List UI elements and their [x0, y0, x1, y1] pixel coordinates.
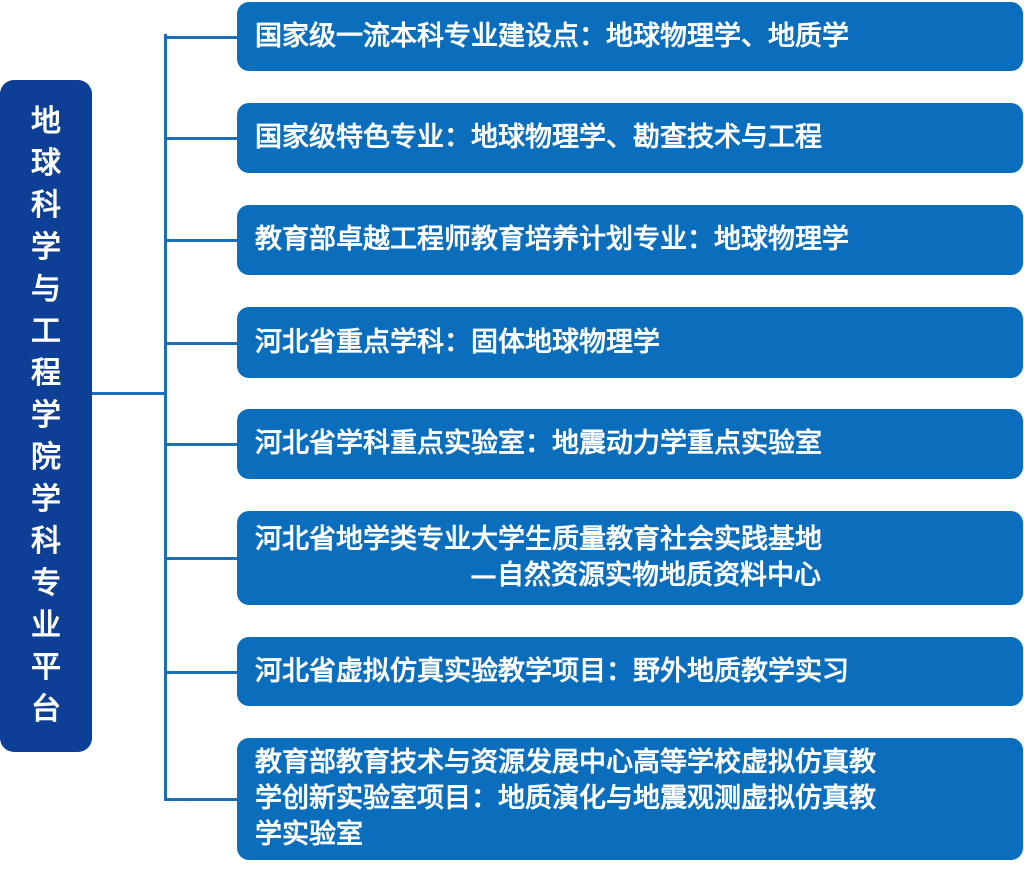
branch-connector [164, 35, 237, 39]
trunk-connector [164, 34, 167, 801]
platform-item-text: 学创新实验室项目：地质演化与地震观测虚拟仿真教 [255, 783, 876, 814]
root-title-char: 台 [31, 692, 61, 727]
root-title-char: 地 [31, 104, 61, 139]
root-title-char: 院 [31, 440, 61, 475]
branch-connector [164, 443, 237, 446]
platform-item: 河北省学科重点实验室：地震动力学重点实验室 [237, 409, 1023, 479]
root-title-char: 平 [31, 650, 61, 685]
branch-connector [164, 239, 237, 242]
branch-connector [164, 670, 237, 674]
root-title-char: 业 [31, 608, 61, 643]
platform-item-text: —自然资源实物地质资料中心 [470, 560, 821, 591]
platform-item: 教育部卓越工程师教育培养计划专业：地球物理学 [237, 205, 1023, 275]
root-title-char: 程 [31, 356, 61, 391]
platform-item-text: 河北省虚拟仿真实验教学项目：野外地质教学实习 [255, 655, 849, 687]
root-node: 地球科学与工程学院学科专业平台 [0, 80, 92, 752]
platform-item-text: 教育部教育技术与资源发展中心高等学校虚拟仿真教 [255, 747, 876, 778]
platform-item: 河北省重点学科：固体地球物理学 [237, 307, 1023, 378]
platform-item-text: 河北省地学类专业大学生质量教育社会实践基地 [255, 524, 822, 555]
platform-item-text: 教育部卓越工程师教育培养计划专业：地球物理学 [255, 224, 849, 255]
platform-item: 国家级特色专业：地球物理学、勘查技术与工程 [237, 103, 1023, 173]
root-title-char: 球 [31, 146, 61, 181]
branch-connector [164, 557, 237, 560]
platform-item-text: 学实验室 [255, 819, 363, 850]
root-title-char: 学 [31, 482, 61, 517]
root-title-char: 学 [31, 230, 61, 265]
platform-item: 教育部教育技术与资源发展中心高等学校虚拟仿真教学创新实验室项目：地质演化与地震观… [237, 738, 1023, 860]
root-title-char: 学 [31, 398, 61, 433]
platform-item: 河北省虚拟仿真实验教学项目：野外地质教学实习 [237, 637, 1023, 706]
platform-item-text: 河北省重点学科：固体地球物理学 [255, 326, 660, 358]
branch-connector [164, 798, 237, 801]
root-connector [92, 392, 166, 395]
platform-item-text: 国家级特色专业：地球物理学、勘查技术与工程 [255, 122, 822, 153]
platform-item-text: 国家级一流本科专业建设点：地球物理学、地质学 [255, 20, 849, 52]
root-title-char: 科 [31, 188, 61, 223]
branch-connector [164, 137, 237, 140]
platform-item: 河北省地学类专业大学生质量教育社会实践基地 —自然资源实物地质资料中心 [237, 511, 1023, 605]
root-title-char: 工 [31, 314, 61, 349]
root-title-char: 与 [31, 272, 61, 307]
branch-connector [164, 341, 237, 345]
root-title-char: 科 [31, 524, 61, 559]
platform-item-text: 河北省学科重点实验室：地震动力学重点实验室 [255, 428, 822, 459]
root-title-char: 专 [31, 566, 61, 601]
platform-item: 国家级一流本科专业建设点：地球物理学、地质学 [237, 2, 1023, 71]
